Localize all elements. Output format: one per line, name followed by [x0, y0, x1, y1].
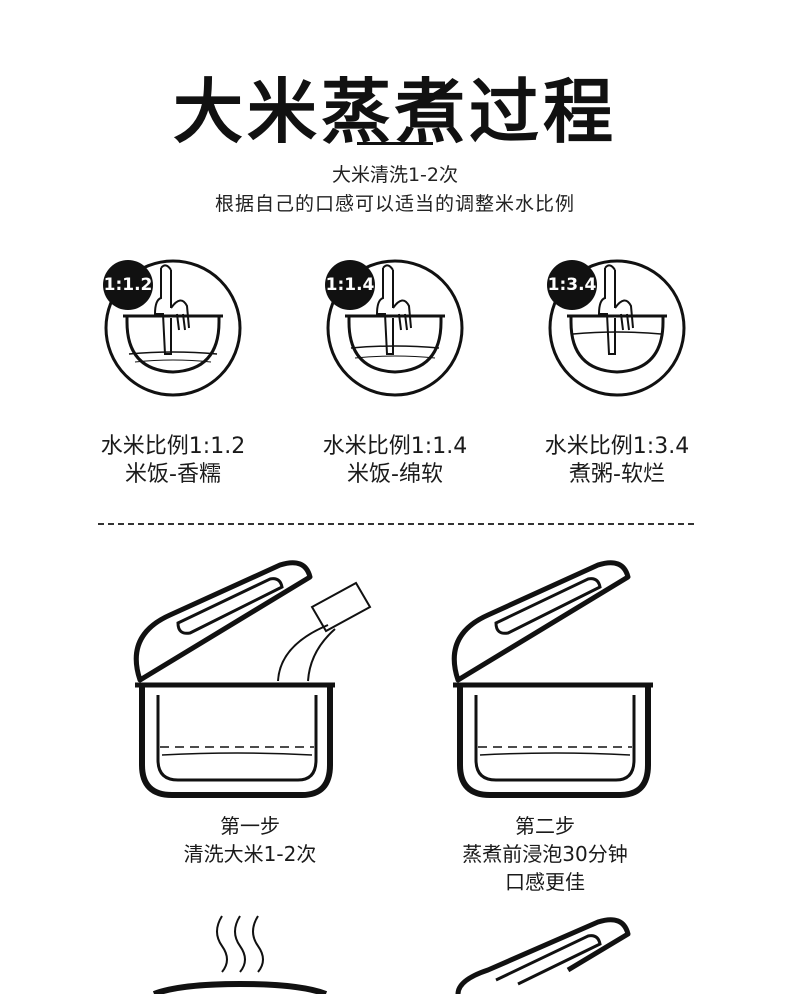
page-title: 大米蒸煮过程 — [173, 71, 617, 153]
ratio-item-3: 1:3.4 水米比例1:3.4 煮粥-软烂 — [502, 258, 732, 488]
rice-cooker-wash-illustration — [133, 560, 372, 798]
rice-cooker-soak-illustration — [451, 560, 653, 798]
section-divider — [98, 523, 694, 525]
ratio-item-2: 1:1.4 水米比例1:1.4 米饭-绵软 — [280, 258, 510, 488]
ratio-badge-2: 1:1.4 — [325, 260, 375, 310]
ratio-result-2: 米饭-绵软 — [347, 462, 443, 487]
ratio-badge-1: 1:1.2 — [103, 260, 153, 310]
ratio-label-2: 水米比例1:1.4 — [322, 434, 468, 459]
ratio-label-1: 水米比例1:1.2 — [100, 434, 246, 459]
subtitle-adjust: 根据自己的口感可以适当的调整米水比例 — [214, 193, 575, 215]
rice-cooker-lid-illustration — [455, 917, 631, 994]
ratio-badge-3: 1:3.4 — [547, 260, 597, 310]
step-1-heading: 第一步 — [220, 814, 280, 838]
subtitle-wash: 大米清洗1-2次 — [331, 164, 459, 186]
ratio-result-3: 煮粥-软烂 — [569, 462, 665, 487]
step-1-text: 清洗大米1-2次 — [183, 842, 317, 866]
ratio-label-3: 水米比例1:3.4 — [544, 434, 690, 459]
steam-pot-illustration — [152, 915, 328, 994]
ratio-item-1: 1:1.2 水米比例1:1.2 米饭-香糯 — [58, 258, 288, 488]
title-underline — [357, 142, 433, 145]
step-2-text: 蒸煮前浸泡30分钟 — [462, 842, 628, 866]
ratio-result-1: 米饭-香糯 — [125, 462, 221, 487]
step-2-note: 口感更佳 — [505, 870, 585, 894]
step-2-caption: 第二步 蒸煮前浸泡30分钟 口感更佳 — [415, 812, 675, 896]
step-1-caption: 第一步 清洗大米1-2次 — [120, 812, 380, 868]
step-2-heading: 第二步 — [515, 814, 575, 838]
